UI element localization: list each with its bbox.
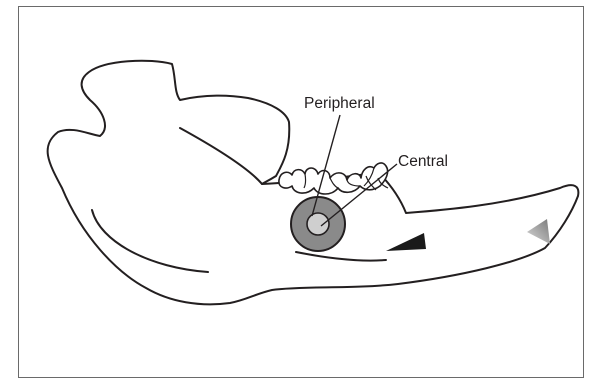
gradient-tip <box>527 219 550 244</box>
inner-curve-line <box>92 210 208 272</box>
inner-ramus-line <box>180 128 262 184</box>
peripheral-label: Peripheral <box>304 95 375 112</box>
black-wedge <box>386 233 426 251</box>
teeth <box>279 163 388 194</box>
lower-line <box>296 252 386 261</box>
central-zone <box>307 213 329 235</box>
central-leader-line <box>321 164 397 226</box>
central-label: Central <box>398 153 448 170</box>
